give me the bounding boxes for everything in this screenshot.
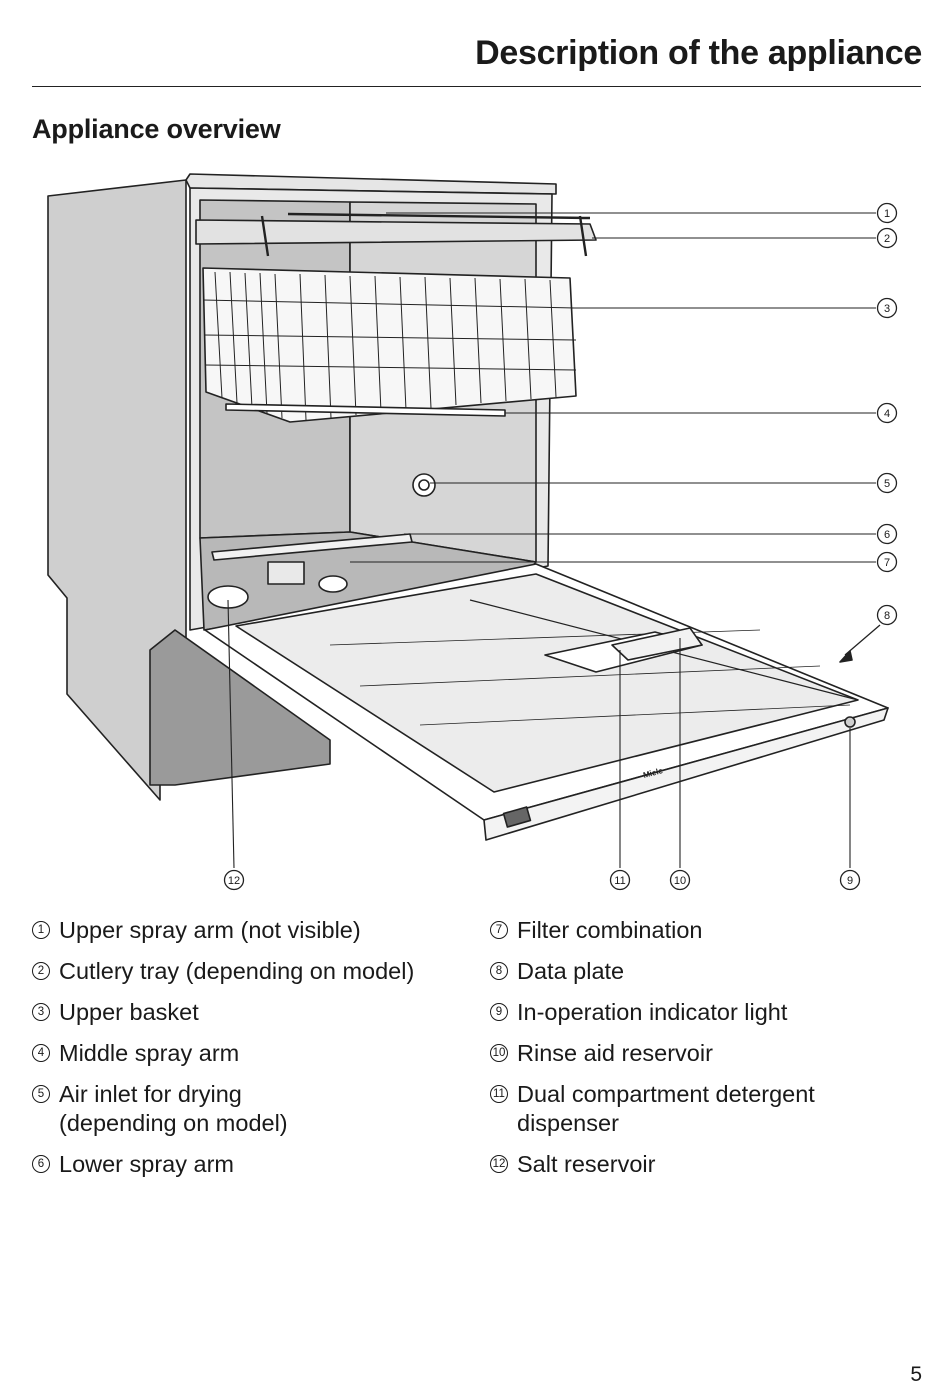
- svg-text:8: 8: [884, 610, 890, 622]
- legend-number: 10: [490, 1044, 508, 1062]
- filter-combination: [267, 561, 305, 585]
- page-header-title: Description of the appliance: [475, 34, 922, 72]
- svg-text:1: 1: [884, 208, 890, 220]
- legend-number: 1: [32, 921, 50, 939]
- legend-text: Data plate: [517, 958, 625, 984]
- legend-item: 7 Filter combination: [490, 916, 930, 945]
- legend-number: 7: [490, 921, 508, 939]
- section-title: Appliance overview: [32, 114, 281, 144]
- legend-text: Upper spray arm (not visible): [59, 917, 361, 943]
- legend-item: 3 Upper basket: [32, 998, 472, 1027]
- svg-text:4: 4: [884, 408, 890, 420]
- cabinet-base: [149, 629, 331, 786]
- legend-item: 4 Middle spray arm: [32, 1039, 472, 1068]
- header-divider: [32, 86, 921, 87]
- svg-text:3: 3: [884, 303, 890, 315]
- svg-text:10: 10: [674, 875, 686, 887]
- legend-left-column: 1 Upper spray arm (not visible) 2 Cutler…: [32, 916, 472, 1191]
- svg-text:11: 11: [614, 875, 625, 887]
- svg-text:2: 2: [884, 233, 890, 245]
- rinse-aid-reservoir: [611, 627, 703, 661]
- legend-item: 11 Dual compartment detergent dispenser: [490, 1080, 930, 1138]
- callout-9: 9: [839, 869, 861, 891]
- callout-markers: 1 2 3 4 5 6 7 8 9 10 11 12: [223, 202, 898, 891]
- callout-2: 2: [876, 227, 898, 249]
- basket-wires: [202, 271, 577, 421]
- legend-text: Dual compartment detergent dispenser: [517, 1081, 815, 1136]
- callout-1: 1: [876, 202, 898, 224]
- callout-lines: [227, 212, 876, 869]
- cutlery-tray-rails: [260, 212, 591, 257]
- indicator-light: [844, 716, 856, 728]
- cabinet-side-panel: [47, 179, 187, 801]
- data-plate-arrow: [839, 650, 853, 663]
- lower-spray-arm: [211, 533, 413, 561]
- legend-text: Upper basket: [59, 999, 199, 1025]
- legend-text: In-operation indicator light: [517, 999, 788, 1025]
- callout-11: 11: [609, 869, 631, 891]
- legend-right-column: 7 Filter combination 8 Data plate 9 In-o…: [490, 916, 930, 1191]
- legend-number: 2: [32, 962, 50, 980]
- svg-text:12: 12: [228, 875, 240, 887]
- legend-item: 10 Rinse aid reservoir: [490, 1039, 930, 1068]
- legend-number: 12: [490, 1155, 508, 1173]
- legend-item: 9 In-operation indicator light: [490, 998, 930, 1027]
- legend-text: Rinse aid reservoir: [517, 1040, 713, 1066]
- svg-text:9: 9: [847, 875, 853, 887]
- legend-number: 6: [32, 1155, 50, 1173]
- upper-basket: [202, 267, 577, 423]
- callout-5: 5: [876, 472, 898, 494]
- legend-number: 11: [490, 1085, 508, 1103]
- callout-3: 3: [876, 297, 898, 319]
- callout-7: 7: [876, 551, 898, 573]
- legend-text: Salt reservoir: [517, 1151, 656, 1177]
- legend-text: Filter combination: [517, 917, 703, 943]
- page-number: 5: [910, 1363, 922, 1386]
- legend-item: 5 Air inlet for drying (depending on mod…: [32, 1080, 472, 1138]
- legend-text: Lower spray arm: [59, 1151, 234, 1177]
- legend-number: 9: [490, 1003, 508, 1021]
- svg-text:7: 7: [884, 557, 890, 569]
- legend-item: 12 Salt reservoir: [490, 1150, 930, 1179]
- cutlery-tray: [195, 219, 597, 245]
- callout-6: 6: [876, 523, 898, 545]
- legend-number: 3: [32, 1003, 50, 1021]
- callout-10: 10: [669, 869, 691, 891]
- air-inlet: [412, 473, 436, 497]
- legend-item: 6 Lower spray arm: [32, 1150, 472, 1179]
- middle-spray-arm: [225, 403, 506, 417]
- svg-text:5: 5: [884, 478, 890, 490]
- legend-text: Cutlery tray (depending on model): [59, 958, 415, 984]
- legend-text: Air inlet for drying (depending on model…: [59, 1081, 288, 1136]
- legend-item: 8 Data plate: [490, 957, 930, 986]
- legend-number: 8: [490, 962, 508, 980]
- callout-4: 4: [876, 402, 898, 424]
- control-panel: [483, 707, 889, 841]
- dishwasher-illustration: Miele 1 2 3 4 5 6 7 8 9 10 11 12: [47, 173, 898, 891]
- legend-item: 2 Cutlery tray (depending on model): [32, 957, 472, 986]
- legend-number: 5: [32, 1085, 50, 1103]
- svg-text:6: 6: [884, 529, 890, 541]
- callout-12: 12: [223, 869, 245, 891]
- legend-item: 1 Upper spray arm (not visible): [32, 916, 472, 945]
- callout-8: 8: [876, 604, 898, 626]
- legend-number: 4: [32, 1044, 50, 1062]
- legend-text: Middle spray arm: [59, 1040, 240, 1066]
